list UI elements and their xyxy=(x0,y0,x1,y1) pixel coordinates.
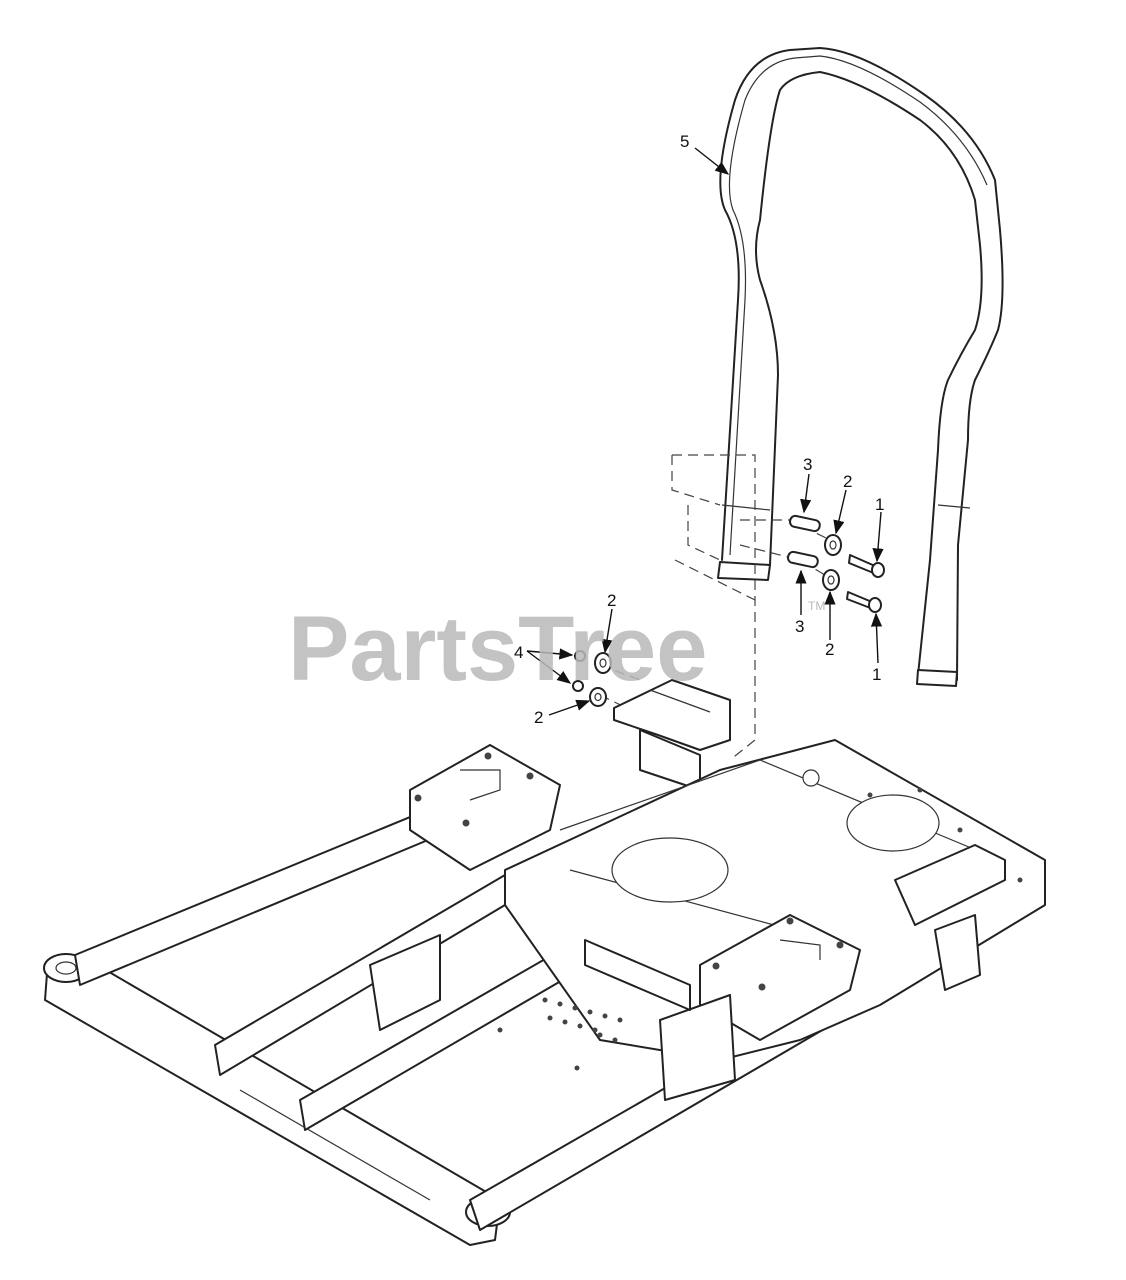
callout-2-lower: 2 xyxy=(825,640,834,659)
mower-frame xyxy=(43,739,1046,1246)
callout-2-washer-lower: 2 xyxy=(534,708,543,727)
seat-bracket xyxy=(613,679,731,791)
callout-3-upper: 3 xyxy=(803,455,812,474)
watermark-trademark: TM xyxy=(808,599,825,613)
callout-labels: 5 3 2 1 3 2 1 2 4 2 xyxy=(514,132,884,727)
callout-3-lower: 3 xyxy=(795,617,804,636)
callout-5: 5 xyxy=(680,132,689,151)
frame-holes xyxy=(414,752,1023,1071)
callout-2-upper: 2 xyxy=(843,472,852,491)
callout-1-lower: 1 xyxy=(872,665,881,684)
callout-4-nuts: 4 xyxy=(514,643,523,662)
watermark: PartsTree TM xyxy=(288,598,825,700)
roll-bar xyxy=(717,47,1004,687)
callout-2-washer-upper: 2 xyxy=(607,591,616,610)
watermark-text: PartsTree xyxy=(288,598,707,700)
callout-1-upper: 1 xyxy=(875,495,884,514)
hardware xyxy=(572,514,885,707)
callout-arrows xyxy=(526,147,884,716)
